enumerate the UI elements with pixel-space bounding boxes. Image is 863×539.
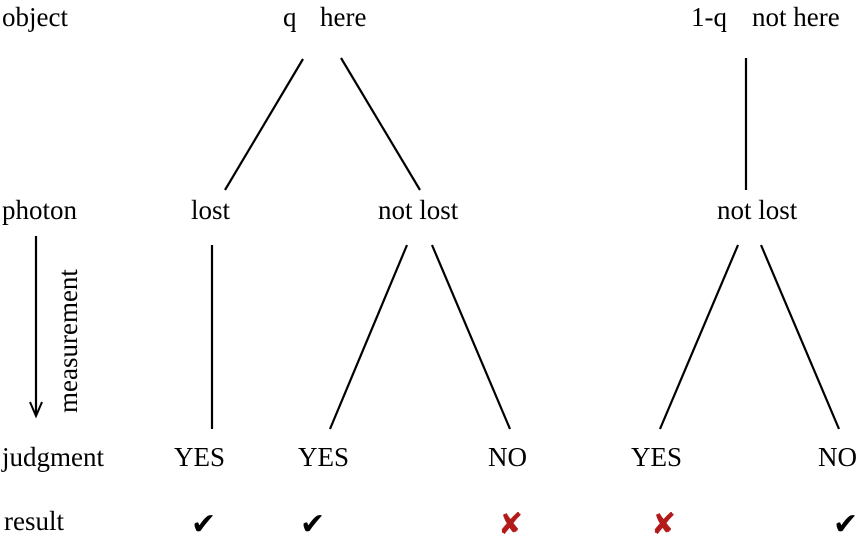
row-label-result: result (4, 506, 64, 536)
judgment-yes-1: YES (174, 442, 225, 472)
edge-not-here-no (759, 244, 841, 430)
row-label-object: object (2, 2, 68, 32)
photon-lost-label: lost (191, 195, 231, 225)
measurement-label: measurement (53, 269, 83, 413)
object-not-here-label: not here (752, 2, 840, 32)
photon-not-lost-label-not-here: not lost (717, 195, 798, 225)
photon-not-lost-label-here: not lost (378, 195, 459, 225)
prob-q: q (283, 2, 297, 32)
judgment-no-2: NO (818, 442, 857, 472)
edge-here-not-lost (340, 57, 421, 191)
row-label-judgment: judgment (1, 442, 104, 472)
result-check-icon-1: ✔ (191, 507, 216, 539)
result-cross-icon-1: ✘ (498, 507, 523, 539)
object-here-label: here (320, 2, 366, 32)
result-check-icon-3: ✔ (833, 507, 858, 539)
edge-not-lost-no (430, 244, 512, 430)
measurement-arrow (29, 236, 43, 419)
result-cross-icon-2: ✘ (651, 507, 676, 539)
judgment-yes-2: YES (298, 442, 349, 472)
judgment-no-1: NO (488, 442, 527, 472)
edge-not-lost-yes (328, 244, 409, 430)
judgment-yes-3: YES (631, 442, 682, 472)
edge-not-here-yes (658, 244, 740, 430)
row-label-photon: photon (2, 195, 78, 225)
prob-1-minus-q: 1-q (691, 2, 727, 32)
edge-here-lost (224, 58, 304, 191)
result-check-icon-2: ✔ (300, 507, 325, 539)
